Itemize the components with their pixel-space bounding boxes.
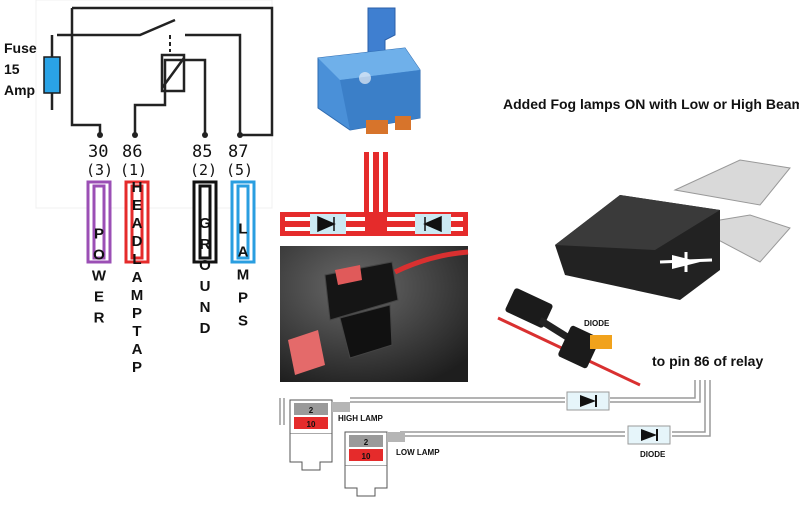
fuse-tap-low-bottom: 10: [362, 452, 371, 461]
fuse-tap-high-bottom: 10: [307, 420, 316, 429]
pin-label-ground: GROUND: [197, 215, 214, 341]
fuse-tap-high-top: 2: [309, 406, 314, 415]
fuse-tap-low-label: LOW LAMP: [396, 448, 440, 457]
fuse-tap-high-label: HIGH LAMP: [338, 414, 384, 423]
fuse-label-line-1: Fuse: [4, 40, 37, 56]
fuse-label-line-3: Amp: [4, 82, 35, 98]
fuse-tap-high: [289, 399, 350, 471]
fuse-tap-photo: [280, 246, 469, 382]
relay-photo: [300, 0, 430, 140]
pin-alt-87: (5): [226, 161, 253, 179]
pin-label-headlamptap: HEADLAMPTAP: [129, 179, 146, 377]
relay-schematic: [35, 0, 274, 209]
pin-wires: [86, 180, 256, 264]
t-diode-wiring: [280, 152, 468, 236]
pin-label-power: POWER: [91, 226, 108, 331]
diode-photo-label: DIODE: [584, 319, 610, 328]
fuse-tap-low-top: 2: [364, 438, 369, 447]
bottom-diode-label: DIODE: [640, 450, 666, 459]
pin-alt-86: (1): [120, 161, 147, 179]
diagram-title: Added Fog lamps ON with Low or High Beam…: [503, 96, 799, 112]
relay-pin-note: to pin 86 of relay: [652, 353, 763, 369]
lower-wiring: [279, 380, 711, 437]
inline-fuse-photo: [497, 288, 641, 387]
diode-plug-photo: [555, 159, 791, 300]
fuse-tap-low: [344, 431, 405, 497]
pin-alt-85: (2): [190, 161, 217, 179]
diode-low: [627, 425, 671, 445]
fuse-label-line-2: 15: [4, 61, 20, 77]
pin-number-86: 86: [122, 142, 142, 162]
pin-label-lamps: LAMPS: [235, 221, 252, 336]
pin-number-30: 30: [88, 142, 108, 162]
diode-high: [566, 391, 610, 411]
pin-number-87: 87: [228, 142, 248, 162]
pin-alt-30: (3): [86, 161, 113, 179]
fuse-icon: [43, 56, 61, 94]
pin-number-85: 85: [192, 142, 212, 162]
